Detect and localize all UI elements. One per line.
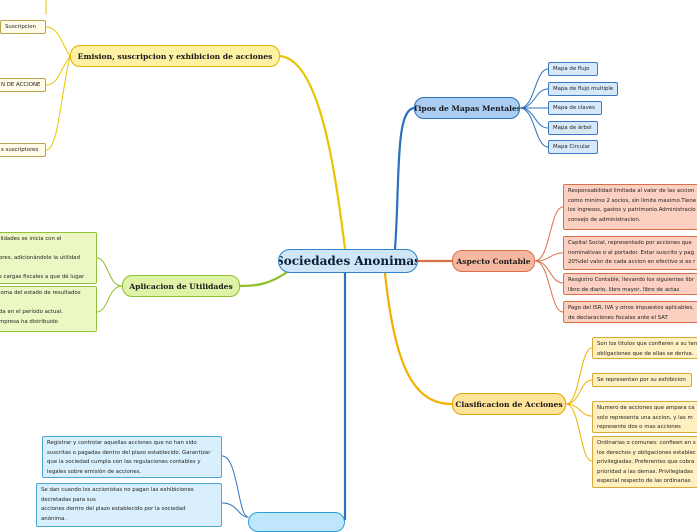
clasificacion-leaf-exhibicion[interactable]: Se representan por su exhibicion: [592, 373, 692, 387]
link-mapas: [393, 106, 416, 251]
link-utilidades: [238, 268, 292, 288]
topic-clasificacion-acciones[interactable]: Clasificacion de Acciones: [452, 393, 566, 415]
emision-leaf-accione[interactable]: N DE ACCIONE: [0, 78, 46, 92]
utilidades-leaf-resultados[interactable]: ioma del estado de resultados da en el p…: [0, 286, 97, 332]
link-emision-leaf-1: [45, 26, 71, 57]
mapa-leaf-flujo-multiple[interactable]: Mapa de flujo multiple: [548, 82, 618, 96]
link-clasificacion: [383, 271, 454, 406]
bottom-leaf-exhibiciones[interactable]: Se dan cuando los accionistas no pagan l…: [36, 483, 222, 527]
emision-leaf-suscripcion[interactable]: Suscripcion: [0, 20, 46, 34]
clasificacion-leaf-ordinarias[interactable]: Ordinarias o comunes: confieen en s los …: [592, 436, 697, 488]
topic-aplicacion-utilidades[interactable]: Aplicacion de Utilidades: [122, 275, 240, 297]
contable-leaf-responsabilidad[interactable]: Responsabilidad limitada al valor de las…: [563, 184, 697, 230]
contable-leaf-capital[interactable]: Capital Social, representado por accione…: [563, 236, 697, 270]
connector-lines: [45, 0, 593, 520]
topic-emision[interactable]: Emision, suscripcion y exhibicion de acc…: [70, 45, 280, 67]
central-topic[interactable]: Sociedades Anonimas: [278, 249, 418, 273]
emision-leaf-suscriptores[interactable]: s suscriptores: [0, 143, 46, 157]
link-emision-leaf-3: [45, 55, 71, 151]
mapa-leaf-arbol[interactable]: Mapa de árbol: [548, 121, 598, 135]
bottom-leaf-registrar[interactable]: Registrar y controlar aquellas acciones …: [42, 436, 222, 478]
mapa-leaf-claves[interactable]: Mapa de claves: [548, 101, 602, 115]
link-emision: [278, 54, 347, 251]
topic-aspecto-contable[interactable]: Aspecto Contable: [452, 250, 535, 272]
topic-tipos-mapas[interactable]: Tipos de Mapas Mentales: [414, 97, 520, 119]
clasificacion-leaf-numero[interactable]: Numero de acciones que ampara ca solo re…: [592, 401, 697, 433]
utilidades-leaf-inicio[interactable]: ilidades se inicia con el ores, adicioná…: [0, 232, 97, 284]
topic-bottom-partial[interactable]: [248, 512, 345, 532]
link-emision-leaf-2: [45, 55, 71, 86]
contable-leaf-impuestos[interactable]: Pago del ISR, IVA y otros impuestos apli…: [563, 301, 697, 323]
mapa-leaf-flujo[interactable]: Mapa de flujo: [548, 62, 598, 76]
contable-leaf-registro[interactable]: Resgistro Contable, llevando los siguien…: [563, 273, 697, 295]
clasificacion-leaf-titulos[interactable]: Son los titulos que confieren a su ten o…: [592, 337, 697, 359]
mapa-leaf-circular[interactable]: Mapa Circular: [548, 140, 598, 154]
